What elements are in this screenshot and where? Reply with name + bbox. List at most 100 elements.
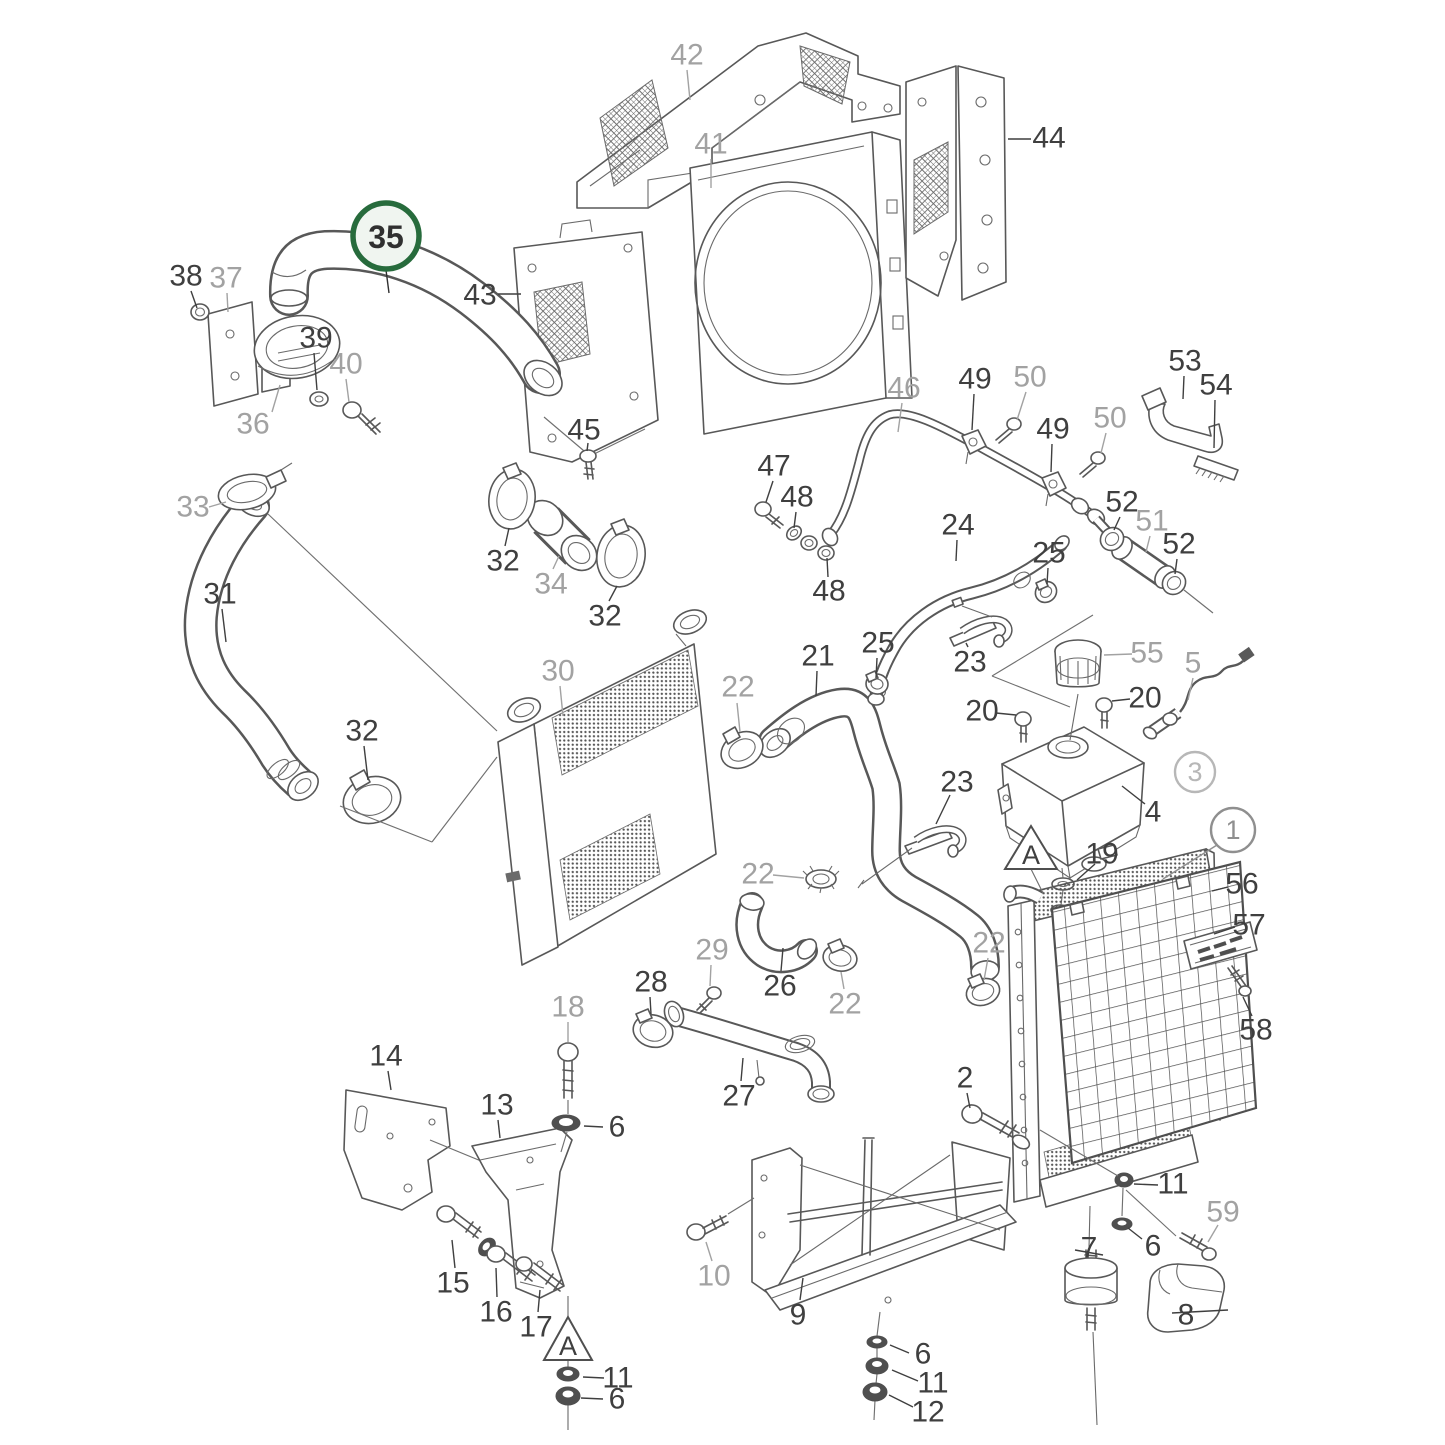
part-label-13[interactable]: 13 [480, 1089, 513, 1122]
part-label-56[interactable]: 56 [1225, 868, 1258, 901]
part-label-22[interactable]: 22 [972, 927, 1005, 960]
part-label-40[interactable]: 40 [329, 348, 362, 381]
part-label-18[interactable]: 18 [551, 991, 584, 1024]
part-label-27[interactable]: 27 [722, 1080, 755, 1113]
pipe-clip-49-right [1041, 471, 1067, 507]
part-label-52[interactable]: 52 [1162, 528, 1195, 561]
part-label-43[interactable]: 43 [463, 279, 496, 312]
part-label-22[interactable]: 22 [721, 671, 754, 704]
part-label-44[interactable]: 44 [1032, 122, 1065, 155]
part-label-58[interactable]: 58 [1239, 1014, 1272, 1047]
part-label-7[interactable]: 7 [1081, 1232, 1098, 1265]
part-label-42[interactable]: 42 [670, 39, 703, 72]
clamp-22-upper [720, 726, 764, 770]
part-label-41[interactable]: 41 [694, 128, 727, 161]
part-label-52[interactable]: 52 [1105, 486, 1138, 519]
part-label-49[interactable]: 49 [1036, 413, 1069, 446]
part-label-22[interactable]: 22 [741, 858, 774, 891]
reference-callout-circle-3[interactable] [1173, 750, 1217, 794]
part-label-25[interactable]: 25 [861, 627, 894, 660]
leader-line-38 [190, 290, 198, 309]
pipe-46 [821, 409, 1106, 547]
part-label-51[interactable]: 51 [1135, 505, 1168, 538]
part-label-33[interactable]: 33 [176, 491, 209, 524]
part-label-15[interactable]: 15 [436, 1267, 469, 1300]
part-label-6[interactable]: 6 [1145, 1230, 1162, 1263]
part-label-29[interactable]: 29 [695, 934, 728, 967]
part-label-6[interactable]: 6 [609, 1383, 626, 1416]
part-label-20[interactable]: 20 [965, 695, 998, 728]
reservoir-cap-55 [1054, 639, 1102, 741]
part-label-48[interactable]: 48 [812, 575, 845, 608]
part-label-19[interactable]: 19 [1085, 838, 1118, 871]
highlighted-part-callout-35[interactable] [350, 200, 422, 272]
part-label-4[interactable]: 4 [1145, 796, 1162, 829]
highlighted-part-label-35[interactable]: 35 [368, 219, 404, 255]
part-label-26[interactable]: 26 [763, 970, 796, 1003]
part-label-24[interactable]: 24 [941, 509, 974, 542]
part-label-22[interactable]: 22 [828, 988, 861, 1021]
leader-line-23 [935, 794, 951, 825]
part-label-59[interactable]: 59 [1206, 1196, 1239, 1229]
part-label-9[interactable]: 9 [790, 1299, 807, 1332]
part-label-6[interactable]: 6 [915, 1338, 932, 1371]
part-label-11[interactable]: 11 [1157, 1168, 1188, 1201]
reference-callout-circle-1[interactable] [1209, 806, 1257, 854]
part-label-28[interactable]: 28 [634, 966, 667, 999]
callout-leader-1 [1162, 844, 1218, 880]
part-label-21[interactable]: 21 [801, 640, 834, 673]
part-label-57[interactable]: 57 [1232, 909, 1265, 942]
part-label-54[interactable]: 54 [1199, 369, 1232, 402]
leader-line-52 [1174, 558, 1178, 575]
part-label-32[interactable]: 32 [345, 715, 378, 748]
part-label-6[interactable]: 6 [609, 1111, 626, 1144]
part-label-30[interactable]: 30 [541, 655, 574, 688]
part-label-31[interactable]: 31 [203, 578, 236, 611]
part-label-34[interactable]: 34 [534, 568, 567, 601]
part-label-12[interactable]: 12 [911, 1396, 944, 1429]
leader-line-26 [780, 947, 784, 972]
leader-line-49 [1050, 443, 1053, 473]
part-label-53[interactable]: 53 [1168, 345, 1201, 378]
part-label-39[interactable]: 39 [299, 322, 332, 355]
part-label-36[interactable]: 36 [236, 408, 269, 441]
part-label-17[interactable]: 17 [519, 1311, 552, 1344]
part-label-37[interactable]: 37 [209, 262, 242, 295]
leader-line-27 [740, 1057, 744, 1082]
bolt-45 [579, 449, 597, 480]
rubber-mount-7 [1064, 1205, 1118, 1426]
part-label-11[interactable]: 11 [917, 1367, 948, 1400]
part-label-32[interactable]: 32 [588, 600, 621, 633]
coolant-reservoir-4 [997, 726, 1145, 880]
reference-lines [267, 513, 1094, 894]
part-label-48[interactable]: 48 [780, 481, 813, 514]
reservoir-bolt-20-left [1014, 711, 1032, 743]
part-label-45[interactable]: 45 [567, 414, 600, 447]
part-label-23[interactable]: 23 [940, 766, 973, 799]
reference-callout-label-3[interactable]: 3 [1187, 757, 1202, 787]
part-label-46[interactable]: 46 [887, 372, 920, 405]
part-label-20[interactable]: 20 [1128, 682, 1161, 715]
part-label-25[interactable]: 25 [1032, 537, 1065, 570]
part-label-50[interactable]: 50 [1013, 361, 1046, 394]
part-label-14[interactable]: 14 [369, 1040, 402, 1073]
part-label-2[interactable]: 2 [957, 1062, 974, 1095]
part-label-38[interactable]: 38 [169, 260, 202, 293]
part-label-23[interactable]: 23 [953, 646, 986, 679]
part-label-32[interactable]: 32 [486, 545, 519, 578]
part-label-47[interactable]: 47 [757, 450, 790, 483]
nut-stack-right [1039, 1129, 1177, 1237]
part-label-16[interactable]: 16 [479, 1296, 512, 1329]
part-label-8[interactable]: 8 [1178, 1299, 1195, 1332]
part-label-5[interactable]: 5 [1185, 647, 1202, 680]
part-label-10[interactable]: 10 [697, 1260, 730, 1293]
part-label-11[interactable]: 11 [602, 1362, 633, 1395]
assembly-marker-triangle-1 [542, 1314, 594, 1361]
bolt-40 [342, 401, 381, 435]
part-label-55[interactable]: 55 [1130, 637, 1163, 670]
part-label-50[interactable]: 50 [1093, 402, 1126, 435]
reference-callout-label-1[interactable]: 1 [1225, 815, 1240, 845]
leader-line-55 [1103, 653, 1133, 656]
clamp-32-right [596, 518, 646, 588]
part-label-49[interactable]: 49 [958, 363, 991, 396]
